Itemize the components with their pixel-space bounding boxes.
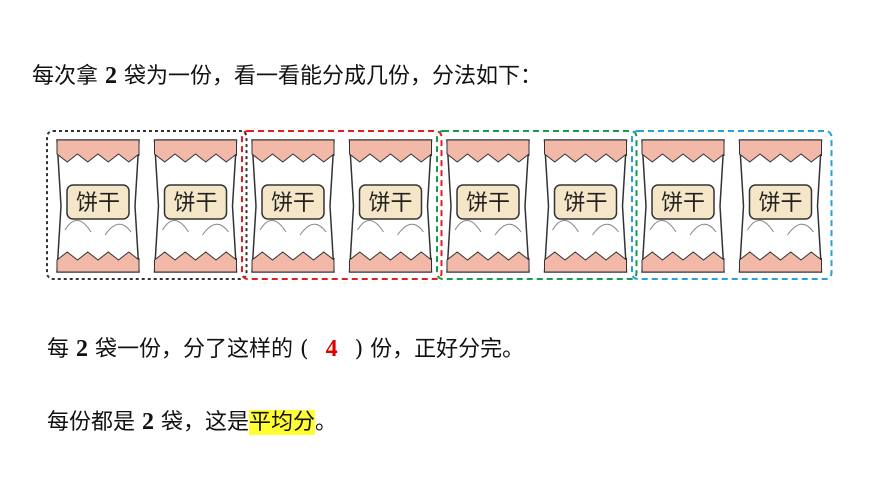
- biscuit-bag: 饼干: [446, 139, 530, 273]
- biscuit-bag: 饼干: [543, 139, 628, 273]
- instruction-line: 每次拿 2 袋为一份，看一看能分成几份，分法如下：: [32, 62, 542, 91]
- biscuit-bag: 饼干: [56, 139, 140, 273]
- biscuit-bag: 饼干: [348, 139, 433, 273]
- group-box-1: [46, 130, 248, 280]
- bag-label: 饼干: [563, 191, 607, 216]
- answer-value: 4: [325, 336, 338, 362]
- group-box-4: [631, 130, 833, 280]
- conclusion-post: 。: [315, 410, 338, 435]
- bag-label: 饼干: [758, 191, 802, 216]
- group-box-3: [436, 130, 638, 280]
- result-mid: 袋一份，分了这样的 (: [88, 337, 309, 362]
- result-number: 2: [76, 336, 88, 362]
- conclusion-number: 2: [142, 409, 154, 435]
- biscuit-bag: 饼干: [738, 139, 823, 273]
- result-post: ) 份，正好分完。: [354, 337, 525, 362]
- biscuit-bag: 饼干: [641, 139, 725, 273]
- bag-label: 饼干: [368, 191, 412, 216]
- conclusion-line: 每份都是 2 袋，这是平均分。: [47, 408, 337, 437]
- conclusion-mid: 袋，这是: [154, 410, 249, 435]
- bag-label: 饼干: [661, 191, 705, 216]
- bag-label: 饼干: [173, 191, 217, 216]
- biscuit-bag: 饼干: [251, 139, 335, 273]
- bag-label: 饼干: [466, 191, 510, 216]
- instruction-pre: 每次拿: [32, 64, 105, 89]
- biscuit-bag: 饼干: [153, 139, 238, 273]
- highlight-term: 平均分: [249, 410, 316, 435]
- result-line: 每 2 袋一份，分了这样的 ( 4 ) 份，正好分完。: [47, 335, 524, 364]
- conclusion-pre: 每份都是: [47, 410, 142, 435]
- group-box-2: [241, 130, 443, 280]
- instruction-number: 2: [105, 63, 117, 89]
- instruction-post: 袋为一份，看一看能分成几份，分法如下：: [117, 64, 542, 89]
- result-pre: 每: [47, 337, 76, 362]
- bag-label: 饼干: [271, 191, 315, 216]
- bag-label: 饼干: [76, 191, 120, 216]
